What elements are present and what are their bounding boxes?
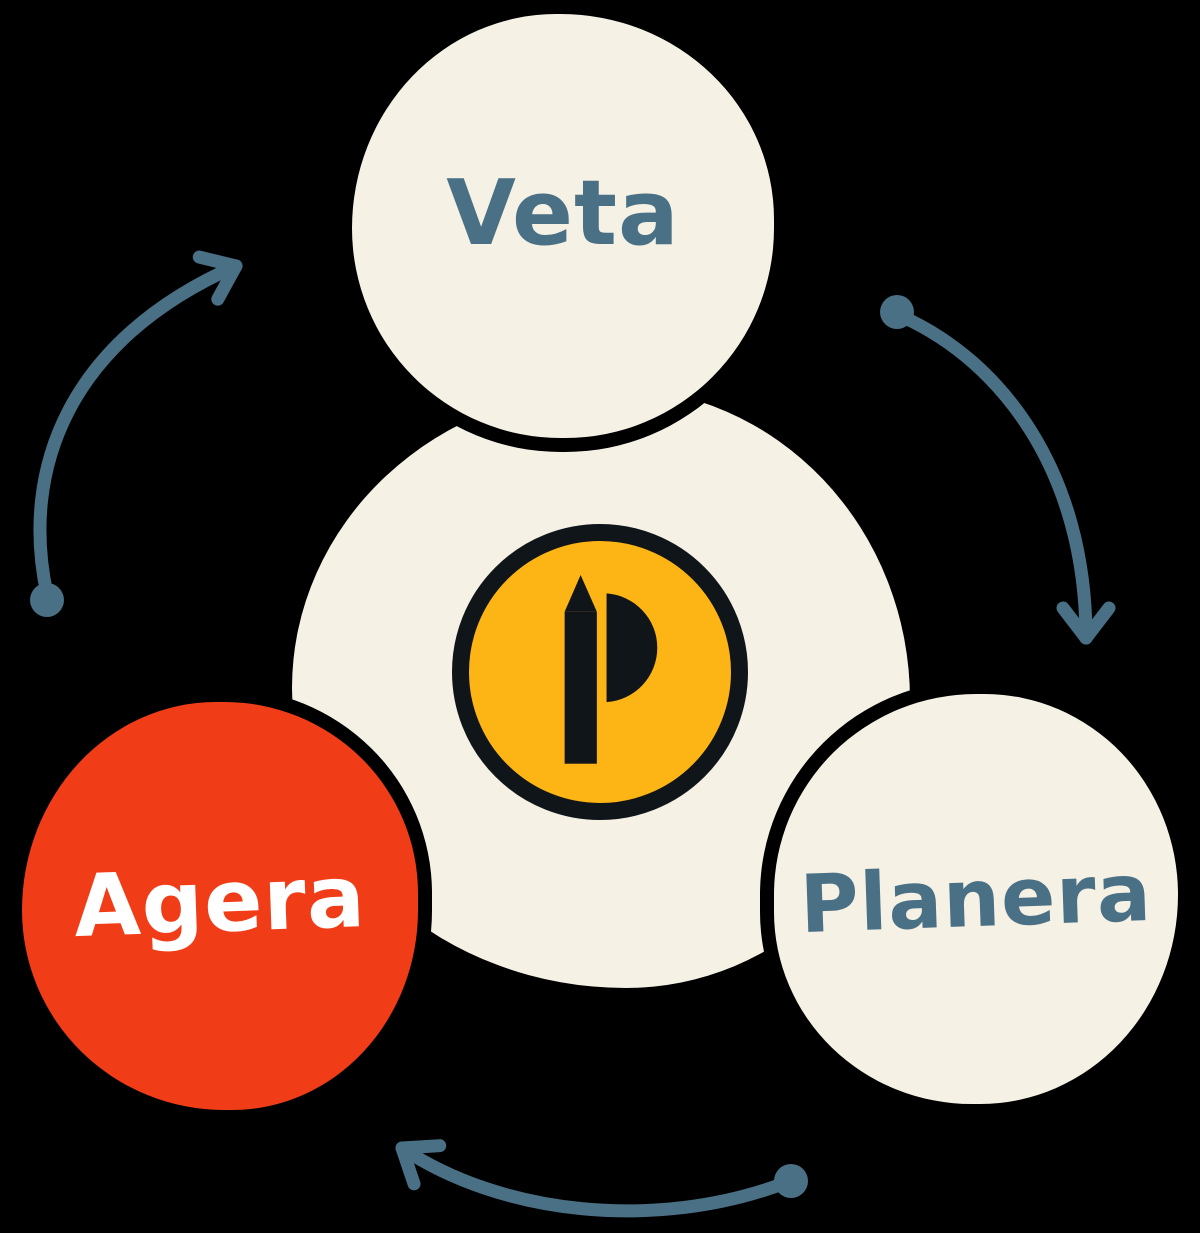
node-agera: Agera — [8, 688, 432, 1124]
node-veta: Veta — [338, 0, 788, 452]
start-dot-icon — [880, 295, 914, 329]
node-agera-label: Agera — [72, 846, 368, 958]
node-veta-label: Veta — [446, 161, 680, 266]
arrow-veta-to-planera — [880, 295, 1116, 645]
node-planera-label: Planera — [798, 845, 1154, 952]
arrow-planera-to-agera — [395, 1139, 808, 1218]
arrow-agera-to-veta — [30, 250, 243, 617]
start-dot-icon — [774, 1164, 808, 1198]
pencil-p-icon — [564, 575, 658, 764]
start-dot-icon — [30, 583, 64, 617]
logo-badge — [452, 524, 748, 820]
node-planera: Planera — [760, 680, 1192, 1118]
